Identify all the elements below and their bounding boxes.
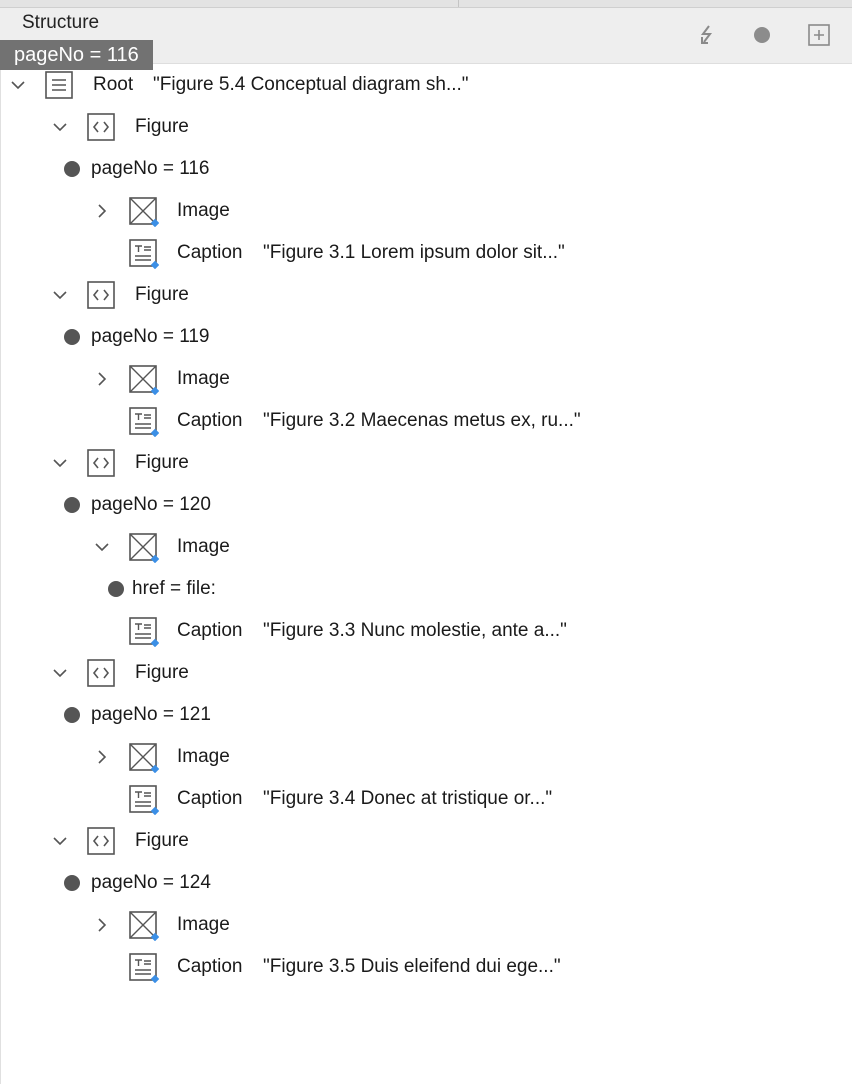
attribute-dot-icon <box>64 161 80 177</box>
chevron-down-icon[interactable] <box>10 77 26 93</box>
tree-row-image[interactable]: Image <box>0 190 852 232</box>
tree-row-attribute[interactable]: pageNo = 124 <box>0 862 852 904</box>
tree-row-figure[interactable]: Figure <box>0 820 852 862</box>
node-value: "Figure 3.5 Duis eleifend dui ege..." <box>263 956 561 977</box>
image-placeholder-icon <box>129 197 160 228</box>
node-label: Figure <box>135 662 189 683</box>
tab-strip <box>0 0 852 8</box>
tree-row-attribute[interactable]: pageNo = 119 <box>0 316 852 358</box>
caption-text-icon <box>129 953 160 984</box>
attribute-dot-icon <box>64 497 80 513</box>
code-brackets-icon <box>87 449 115 477</box>
caption-text-icon <box>129 785 160 816</box>
node-value: "Figure 3.2 Maecenas metus ex, ru..." <box>263 410 581 431</box>
node-label: pageNo = 120 <box>91 494 211 515</box>
tree-row-attribute[interactable]: pageNo = 120 <box>0 484 852 526</box>
code-brackets-icon <box>87 281 115 309</box>
attribute-dot-icon <box>64 707 80 723</box>
node-label: Figure <box>135 116 189 137</box>
panel-border <box>0 63 1 1084</box>
image-placeholder-icon <box>129 365 160 396</box>
node-label: pageNo = 116 <box>91 158 210 179</box>
tree-row-attribute[interactable]: pageNo = 116 <box>0 148 852 190</box>
node-label: pageNo = 124 <box>91 872 211 893</box>
node-value: "Figure 3.1 Lorem ipsum dolor sit..." <box>263 242 565 263</box>
attribute-dot-icon <box>64 875 80 891</box>
attribute-dot-icon <box>64 329 80 345</box>
tree-row-figure[interactable]: Figure <box>0 442 852 484</box>
caption-text-icon <box>129 239 160 270</box>
tree-row-caption[interactable]: Caption "Figure 3.2 Maecenas metus ex, ru… <box>0 400 852 442</box>
node-label: Caption <box>177 242 243 263</box>
tab-divider <box>458 0 459 7</box>
node-value: "Figure 3.4 Donec at tristique or..." <box>263 788 553 809</box>
node-label: Figure <box>135 284 189 305</box>
node-value: "Figure 5.4 Conceptual diagram sh..." <box>153 74 469 95</box>
node-label: Caption <box>177 788 243 809</box>
panel-title: Structure <box>22 12 100 33</box>
node-label: href = file: <box>132 578 216 599</box>
chevron-right-icon[interactable] <box>94 371 110 387</box>
chevron-down-icon[interactable] <box>94 539 110 555</box>
lightning-icon[interactable] <box>694 22 720 48</box>
tooltip: pageNo = 116 <box>0 40 153 70</box>
node-label: Figure <box>135 452 189 473</box>
node-label: Caption <box>177 956 243 977</box>
node-label: Image <box>177 200 230 221</box>
node-label: Figure <box>135 830 189 851</box>
tree-row-image[interactable]: Image <box>0 358 852 400</box>
code-brackets-icon <box>87 827 115 855</box>
tree-row-attribute[interactable]: pageNo = 121 <box>0 694 852 736</box>
node-label: Image <box>177 536 230 557</box>
code-brackets-icon <box>87 113 115 141</box>
tree-row-figure[interactable]: Figure <box>0 106 852 148</box>
tree-row-image[interactable]: Image <box>0 526 852 568</box>
tree-row-caption[interactable]: Caption "Figure 3.3 Nunc molestie, ante a… <box>0 610 852 652</box>
node-label: Caption <box>177 620 243 641</box>
attribute-dot-icon <box>108 581 124 597</box>
node-label: Root <box>93 74 134 95</box>
node-label: Image <box>177 746 230 767</box>
chevron-down-icon[interactable] <box>52 119 68 135</box>
chevron-right-icon[interactable] <box>94 917 110 933</box>
node-label: Caption <box>177 410 243 431</box>
tree-row-figure[interactable]: Figure <box>0 652 852 694</box>
caption-text-icon <box>129 617 160 648</box>
chevron-right-icon[interactable] <box>94 203 110 219</box>
image-placeholder-icon <box>129 743 160 774</box>
node-label: pageNo = 119 <box>91 326 210 347</box>
chevron-down-icon[interactable] <box>52 833 68 849</box>
tree-row-root[interactable]: Root "Figure 5.4 Conceptual diagram sh...… <box>0 64 852 106</box>
list-icon <box>45 71 73 99</box>
tree-row-image[interactable]: Image <box>0 736 852 778</box>
node-label: pageNo = 121 <box>91 704 211 725</box>
image-placeholder-icon <box>129 533 160 564</box>
node-label: Image <box>177 914 230 935</box>
tree-row-caption[interactable]: Caption "Figure 3.5 Duis eleifend dui ege… <box>0 946 852 988</box>
tree-row-attribute[interactable]: href = file: <box>0 568 852 610</box>
chevron-down-icon[interactable] <box>52 287 68 303</box>
chevron-down-icon[interactable] <box>52 455 68 471</box>
node-value: "Figure 3.3 Nunc molestie, ante a..." <box>263 620 567 641</box>
record-dot-icon[interactable] <box>749 22 775 48</box>
image-placeholder-icon <box>129 911 160 942</box>
caption-text-icon <box>129 407 160 438</box>
chevron-down-icon[interactable] <box>52 665 68 681</box>
code-brackets-icon <box>87 659 115 687</box>
chevron-right-icon[interactable] <box>94 749 110 765</box>
add-box-icon[interactable] <box>806 22 832 48</box>
node-label: Image <box>177 368 230 389</box>
tree-row-caption[interactable]: Caption "Figure 3.4 Donec at tristique or… <box>0 778 852 820</box>
tree-row-image[interactable]: Image <box>0 904 852 946</box>
tree-row-caption[interactable]: Caption "Figure 3.1 Lorem ipsum dolor sit… <box>0 232 852 274</box>
tree-row-figure[interactable]: Figure <box>0 274 852 316</box>
